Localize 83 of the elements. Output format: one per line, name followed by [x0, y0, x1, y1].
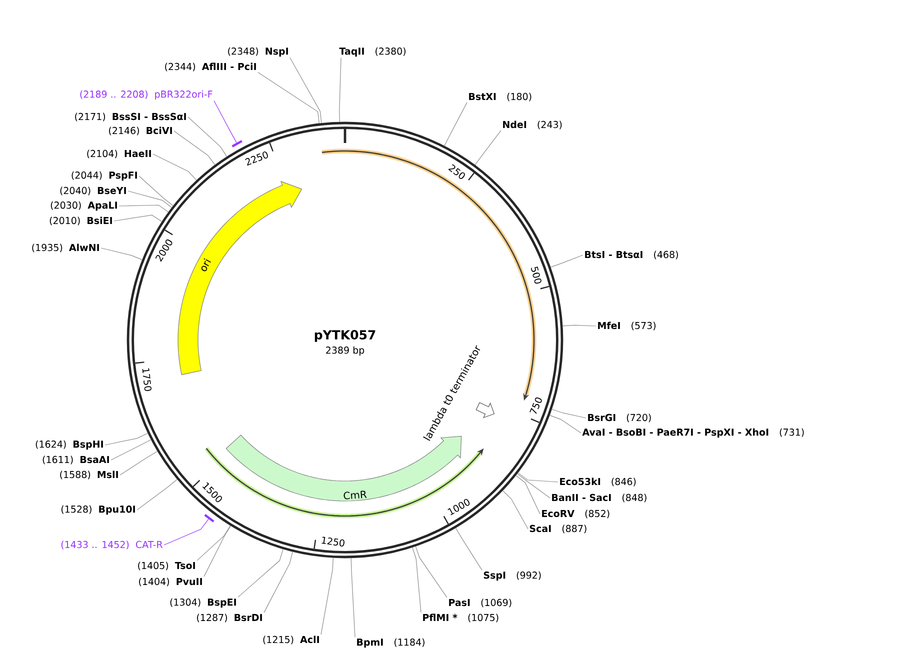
leader-line	[136, 479, 178, 510]
site-label: PasI (1069)	[449, 598, 512, 608]
site-label: (1935) AlwNI	[32, 244, 99, 252]
leader-line	[455, 528, 482, 570]
leader-line	[552, 408, 586, 418]
site-label: Eco53kI (846)	[560, 478, 636, 486]
site-label: BsrGI (720)	[588, 414, 651, 422]
leader-line	[238, 548, 284, 598]
tick-label: 500	[531, 266, 542, 284]
site-label: PflMI * (1075)	[423, 614, 498, 622]
leader-line	[258, 72, 320, 124]
leader-line	[196, 525, 231, 561]
tick-label: 1750	[142, 368, 152, 391]
leader-line	[138, 176, 174, 206]
site-label: NdeI (243)	[503, 120, 562, 130]
leader-line	[204, 526, 231, 577]
site-label: MfeI (573)	[598, 322, 656, 330]
site-label: (2344) AflIII - PciI	[165, 62, 256, 72]
site-label: (2040) BseYI	[60, 186, 126, 196]
leader-line	[100, 248, 142, 260]
leader-line	[444, 102, 468, 146]
site-label: EcoRV (852)	[542, 510, 610, 518]
site-label: (2146) BciVI	[109, 126, 172, 136]
site-label: (1624) BspHI	[36, 440, 103, 450]
leader-line	[188, 116, 228, 157]
plasmid-name: pYTK057	[314, 330, 376, 342]
tick-label: 750	[530, 397, 542, 414]
site-label: (2044) PspFI	[72, 171, 137, 181]
site-label: SspI (992)	[484, 571, 541, 581]
leader-line	[128, 190, 172, 208]
site-label: (1304) BspEI	[170, 598, 236, 608]
leader-line	[474, 130, 502, 166]
site-label: (2030) ApaLI	[50, 201, 117, 211]
site-label: (2189 .. 2208) pBR322ori-F	[80, 90, 212, 100]
leader-line	[120, 451, 158, 476]
leader-line	[516, 475, 540, 514]
site-label: (2104) HaeII	[87, 150, 151, 158]
site-label: (1588) MslI	[60, 470, 118, 480]
site-label: BstXI (180)	[469, 92, 532, 102]
site-label: (1287) BsrDI	[197, 614, 262, 622]
site-label: (1528) Bpu10I	[61, 505, 135, 515]
site-label: TaqII (2380)	[339, 47, 406, 57]
site-label: BanII - SacI (848)	[552, 494, 646, 502]
leader-line	[549, 415, 582, 434]
leader-line	[412, 547, 422, 613]
site-label: BtsI - BtsαI (468)	[585, 250, 678, 260]
leader-line	[214, 100, 237, 143]
gene-feature: ori	[178, 180, 302, 376]
leader-line	[415, 546, 448, 598]
site-label: (1611) BsaAI	[42, 456, 109, 464]
tick-label: 250	[448, 164, 465, 179]
primer-mark	[204, 514, 214, 522]
leader-line	[110, 439, 152, 460]
leader-line	[562, 324, 596, 326]
leader-line	[152, 154, 197, 180]
leader-line	[118, 204, 169, 212]
leader-line	[164, 518, 209, 546]
site-label: ScaI (887)	[530, 524, 586, 534]
leader-line	[264, 552, 293, 613]
tick-label: 1250	[322, 536, 344, 547]
leader-line	[290, 58, 322, 124]
site-label: (1405) TsoI	[138, 562, 195, 570]
leader-line	[114, 214, 162, 222]
leader-line	[502, 490, 528, 530]
leader-line	[174, 130, 216, 166]
tick-label: 2250	[245, 152, 268, 166]
leader-line	[350, 558, 356, 638]
leader-line	[320, 558, 334, 635]
site-label: (1404) PvuII	[139, 578, 202, 586]
site-label: (2348) NspI	[228, 47, 288, 57]
site-label: (1215) AclI	[263, 636, 319, 644]
site-label: AvaI - BsoBI - PaeR7I - PspXI - XhoI (731)	[582, 428, 804, 438]
primer-mark	[232, 140, 242, 148]
site-label: (2010) BsiEI	[50, 216, 112, 226]
leader-line	[518, 472, 558, 482]
leader-line	[550, 254, 584, 268]
leader-line	[339, 58, 342, 122]
site-label: (2171) BssSI - BssSαI	[75, 112, 186, 122]
site-label: (1433 .. 1452) CAT-R	[61, 540, 163, 550]
site-label: BpmI (1184)	[357, 638, 424, 648]
plasmid-size: 2389 bp	[326, 346, 364, 356]
leader-line	[517, 473, 550, 498]
leader-line	[104, 432, 148, 446]
